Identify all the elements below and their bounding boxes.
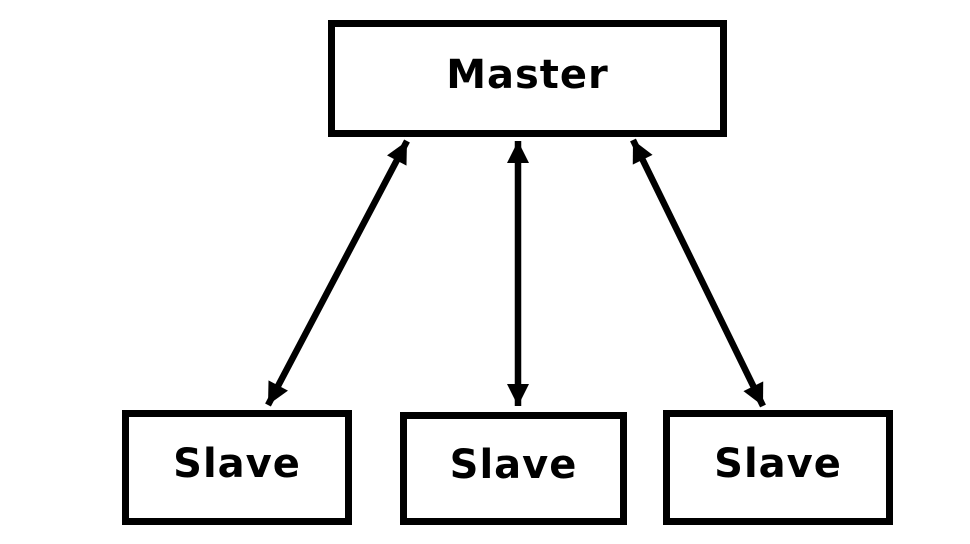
slave-node-3-label: Slave <box>714 440 842 487</box>
master-node: Master <box>328 20 727 137</box>
slave-node-3: Slave <box>663 410 893 525</box>
bidirectional-arrow-master-slave1 <box>265 139 410 407</box>
slave-node-1: Slave <box>122 410 352 525</box>
slave-node-2-label: Slave <box>449 441 578 488</box>
slave-node-1-label: Slave <box>173 440 301 487</box>
master-node-label: Master <box>446 51 609 98</box>
bidirectional-arrow-master-slave3 <box>630 138 766 408</box>
slave-node-2: Slave <box>400 412 627 525</box>
